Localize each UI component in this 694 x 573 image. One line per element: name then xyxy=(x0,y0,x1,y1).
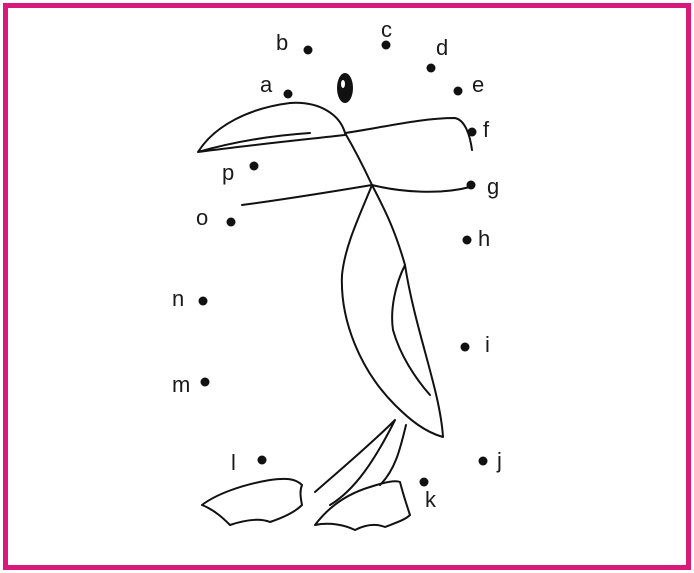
svg-text:h: h xyxy=(478,226,490,251)
penguin-eye xyxy=(337,73,353,103)
penguin-flipper xyxy=(391,264,431,396)
penguin-legs xyxy=(314,419,407,506)
dot-a: a xyxy=(260,72,293,99)
dot-n: n xyxy=(172,286,208,311)
dot-d: d xyxy=(426,35,448,73)
svg-text:e: e xyxy=(472,72,484,97)
svg-text:m: m xyxy=(172,372,190,397)
dot-l: l xyxy=(231,450,267,475)
dot-m: m xyxy=(172,372,210,397)
svg-text:j: j xyxy=(496,448,502,473)
svg-text:f: f xyxy=(483,117,490,142)
dot-g: g xyxy=(466,174,499,199)
dot-p: p xyxy=(222,160,259,185)
svg-text:g: g xyxy=(487,174,499,199)
penguin-wing xyxy=(344,117,473,193)
dot-o: o xyxy=(196,205,236,230)
dot-c: c xyxy=(381,17,392,50)
svg-text:d: d xyxy=(436,35,448,60)
svg-text:b: b xyxy=(276,30,288,55)
dot-b: b xyxy=(276,30,313,55)
dot-h: h xyxy=(462,226,490,251)
penguin-right-foot xyxy=(314,480,411,531)
svg-text:p: p xyxy=(222,160,234,185)
dot-i: i xyxy=(460,332,490,357)
penguin-neck xyxy=(241,184,373,206)
penguin-beak xyxy=(197,101,346,153)
svg-text:l: l xyxy=(231,450,236,475)
svg-text:n: n xyxy=(172,286,184,311)
dot-j: j xyxy=(478,448,502,473)
dot-e: e xyxy=(453,72,484,97)
svg-text:a: a xyxy=(260,72,273,97)
penguin-body xyxy=(340,184,444,438)
svg-text:c: c xyxy=(381,17,392,42)
svg-text:o: o xyxy=(196,205,208,230)
dot-k: k xyxy=(419,477,437,512)
svg-text:k: k xyxy=(425,487,437,512)
svg-text:i: i xyxy=(485,332,490,357)
penguin-left-foot xyxy=(201,477,303,526)
dot-f: f xyxy=(467,117,490,142)
